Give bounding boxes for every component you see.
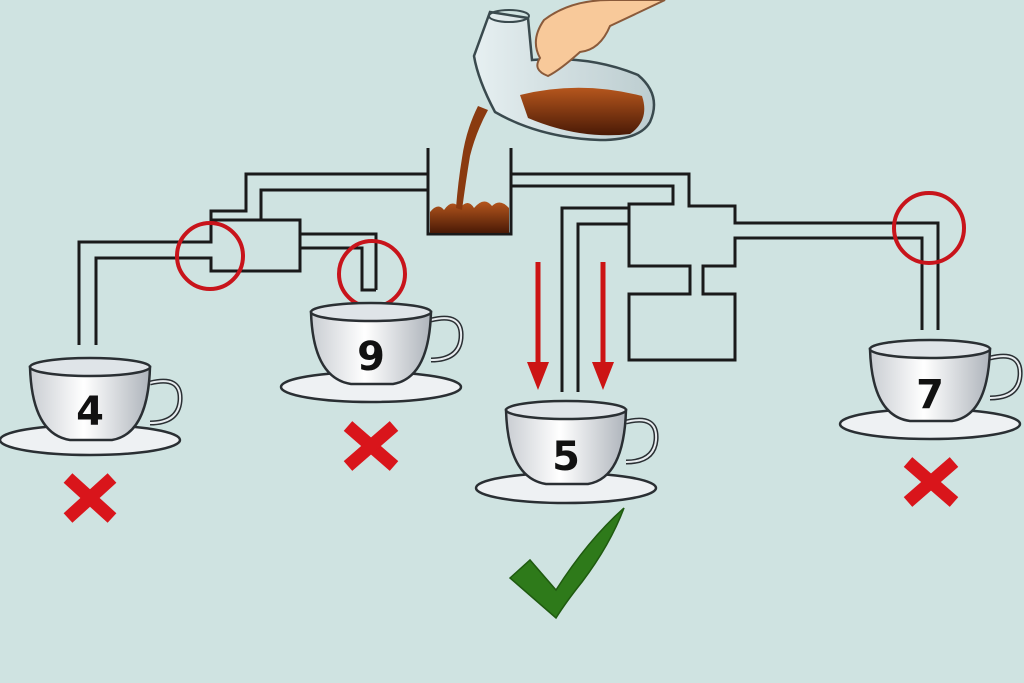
pipe-five-inner (576, 222, 629, 392)
cup-5: 5 (474, 399, 659, 505)
coffee-basin (430, 201, 509, 233)
cross-icon (903, 457, 959, 507)
cup-number: 5 (552, 434, 580, 480)
blockage-circle-left (175, 221, 245, 291)
pipe-right-outer (511, 172, 940, 330)
checkmark-icon (508, 507, 625, 620)
pipe-network (77, 148, 940, 392)
cup-7: 7 (838, 338, 1023, 441)
pipe-left-outer (77, 172, 428, 345)
flow-arrows (527, 262, 614, 390)
cross-icon (63, 473, 117, 523)
arrow-down-icon (592, 362, 614, 390)
pipe-nine-inner (300, 246, 376, 292)
arrow-down-icon (527, 362, 549, 390)
cross-icon (343, 421, 399, 471)
pipe-nine-outer (300, 232, 378, 290)
cup-4: 4 (0, 356, 183, 457)
cup-number: 4 (76, 389, 104, 435)
coffee-jug (472, 9, 656, 142)
pipe-left-inner (94, 188, 428, 345)
blockage-circles (175, 191, 966, 309)
cup-number: 9 (357, 334, 385, 380)
pipe-right-inner (511, 184, 924, 362)
blockage-circle-right (892, 191, 966, 265)
coffee-stream (456, 106, 488, 210)
blockage-circle-nine (337, 239, 407, 309)
pipe-five-outer (560, 206, 629, 392)
cup-number: 7 (916, 372, 944, 418)
cup-9: 9 (279, 301, 464, 404)
hand (534, 0, 666, 78)
